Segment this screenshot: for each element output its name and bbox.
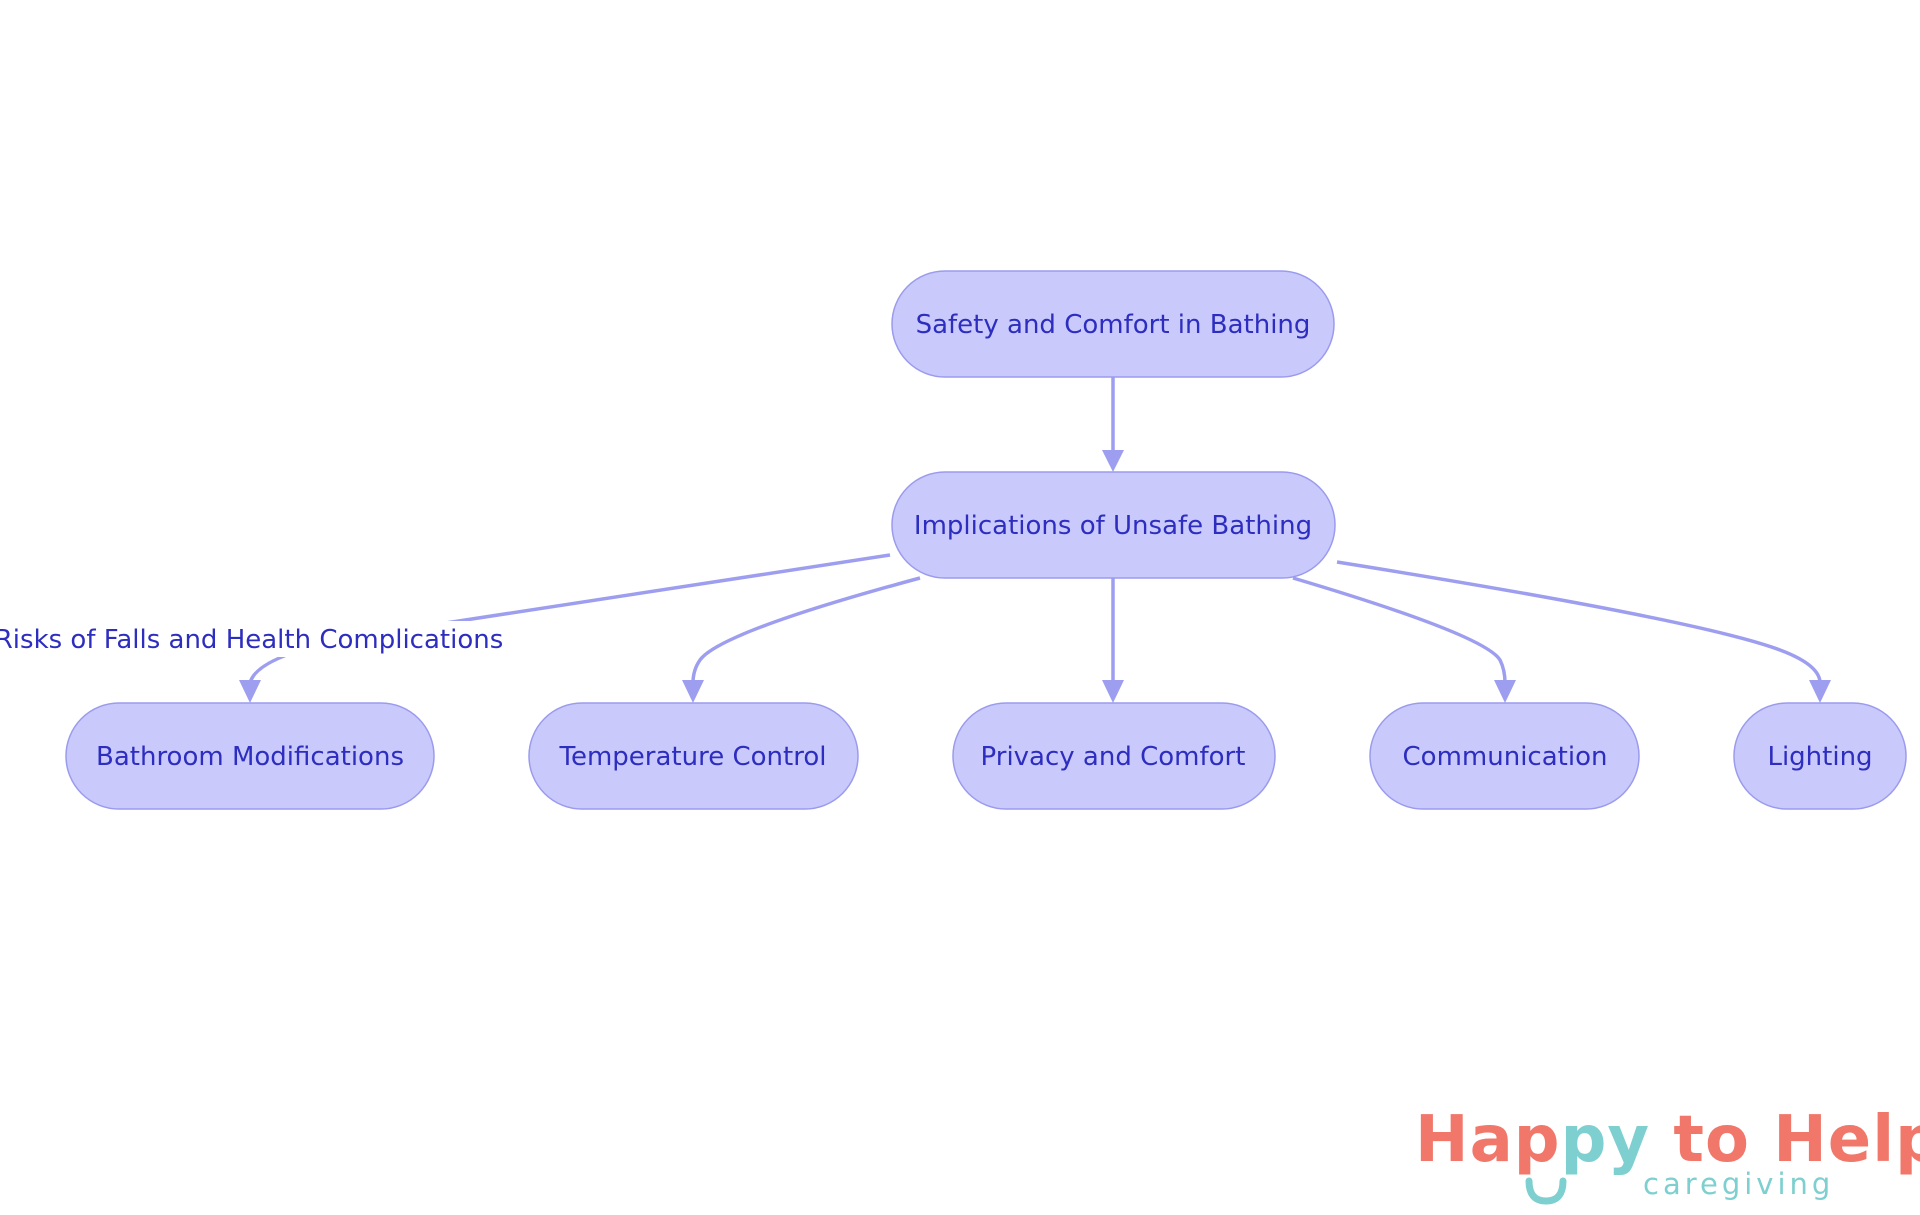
edge-label-background (10, 621, 488, 657)
node-label: Bathroom Modifications (96, 742, 404, 772)
node-box (891, 471, 1336, 579)
edge-implications-privacy (1102, 578, 1124, 703)
edge-label-risks: Risks of Falls and Health Complications (0, 621, 503, 657)
smile-icon (1525, 1177, 1567, 1205)
arrowhead (239, 680, 261, 703)
node-box (1733, 702, 1907, 810)
node-communication[interactable]: Communication (1369, 702, 1640, 810)
edge-label-text: Risks of Falls and Health Complications (0, 625, 503, 655)
node-temperature-control[interactable]: Temperature Control (528, 702, 859, 810)
node-label: Privacy and Comfort (981, 742, 1246, 772)
arrowhead (1809, 680, 1831, 703)
edge-line (248, 553, 891, 684)
node-safety-and-comfort[interactable]: Safety and Comfort in Bathing (891, 270, 1335, 378)
node-label: Lighting (1767, 742, 1872, 772)
node-box (891, 270, 1335, 378)
logo-title-part1: Hap (1415, 1103, 1561, 1177)
brand-logo: Happy to Help caregiving (1415, 1105, 1920, 1205)
arrowhead (1102, 450, 1124, 472)
logo-subtitle: caregiving (1643, 1167, 1835, 1201)
node-implications[interactable]: Implications of Unsafe Bathing (891, 471, 1336, 579)
logo-title-part3: to Help (1650, 1103, 1920, 1177)
arrowhead (682, 680, 704, 703)
logo-title: Happy to Help (1415, 1105, 1920, 1175)
edge-implications-lighting (1336, 560, 1831, 703)
node-privacy-and-comfort[interactable]: Privacy and Comfort (952, 702, 1276, 810)
edge-root-implications (1102, 377, 1124, 472)
logo-title-part2: py (1560, 1103, 1651, 1177)
node-label: Temperature Control (559, 742, 827, 772)
node-lighting[interactable]: Lighting (1733, 702, 1907, 810)
edge-line (691, 576, 921, 684)
edge-line (1292, 576, 1507, 684)
node-box (1369, 702, 1640, 810)
node-label: Safety and Comfort in Bathing (916, 310, 1311, 340)
edge-implications-temperature (682, 576, 921, 703)
node-label: Implications of Unsafe Bathing (914, 511, 1312, 541)
edge-implications-communication (1292, 576, 1516, 703)
node-bathroom-modifications[interactable]: Bathroom Modifications (65, 702, 435, 810)
node-box (952, 702, 1276, 810)
node-box (528, 702, 859, 810)
edge-line (1336, 560, 1822, 684)
arrowhead (1494, 680, 1516, 703)
node-box (65, 702, 435, 810)
arrowhead (1102, 680, 1124, 703)
node-label: Communication (1403, 742, 1608, 772)
